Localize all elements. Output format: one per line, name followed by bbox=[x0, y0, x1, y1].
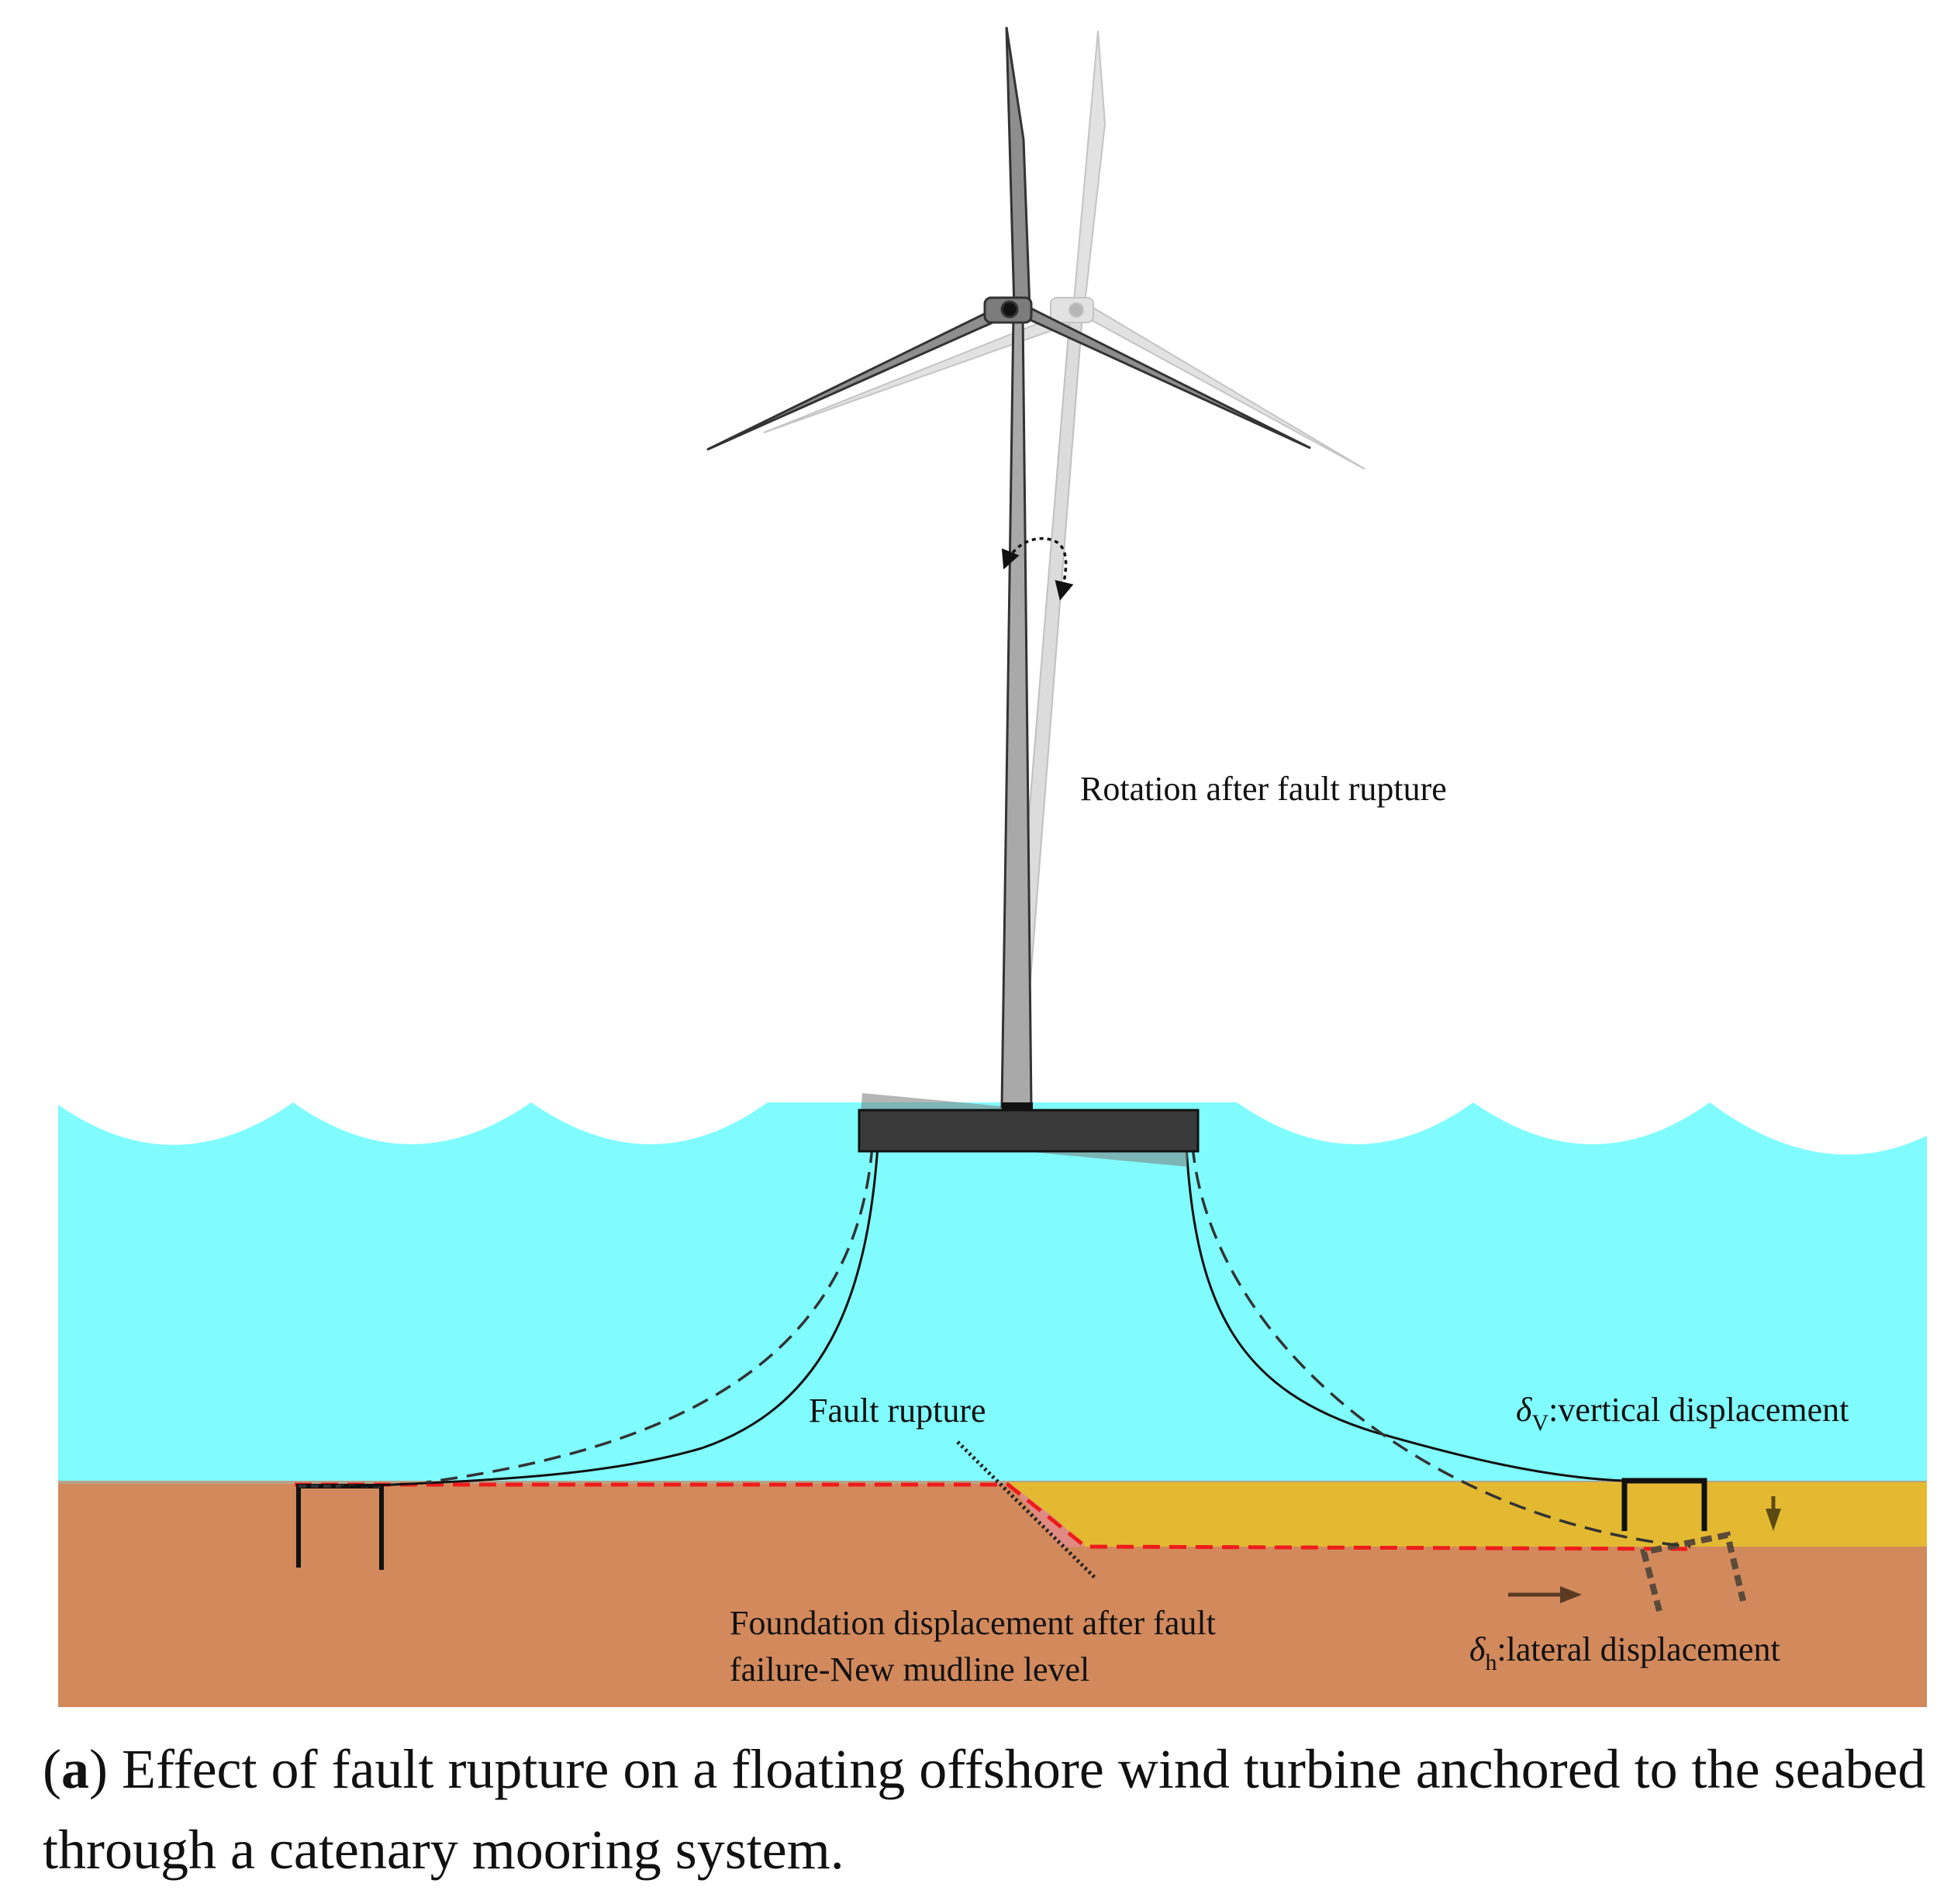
water bbox=[58, 1102, 1927, 1485]
vertical-displacement-label: δV:vertical displacement bbox=[1516, 1391, 1849, 1436]
tower bbox=[1000, 312, 1033, 1109]
fault-rupture-label: Fault rupture bbox=[809, 1392, 986, 1430]
right-anchor-displaced bbox=[1640, 1531, 1746, 1613]
mooring-line-left-displaced bbox=[426, 1145, 874, 1484]
figure-caption: (a) Effect of fault rupture on a floatin… bbox=[43, 1738, 1926, 1881]
mooring-line-right-displaced bbox=[1191, 1145, 1691, 1548]
lateral-displacement-label: δh:lateral displacement bbox=[1469, 1630, 1780, 1675]
foundation-label-line1: Foundation displacement after fault bbox=[730, 1604, 1216, 1642]
fault-scarp bbox=[1008, 1482, 1086, 1547]
mooring-line-right bbox=[1185, 1145, 1625, 1482]
right-anchor bbox=[1621, 1478, 1707, 1531]
original-mudline-level bbox=[295, 1482, 1691, 1551]
tower-base bbox=[1002, 1102, 1033, 1110]
caption-letter: a bbox=[60, 1738, 89, 1800]
displaced-soil-block bbox=[1008, 1482, 1927, 1547]
rotor-rotated bbox=[763, 30, 1365, 470]
mooring-line-left bbox=[340, 1145, 879, 1488]
hub bbox=[1000, 300, 1019, 319]
rotation-label: Rotation after fault rupture bbox=[1080, 770, 1447, 808]
rotor bbox=[706, 26, 1311, 451]
caption-text: Effect of fault rupture on a floating of… bbox=[43, 1738, 1926, 1881]
foundation-label-line2: failure-New mudline level bbox=[730, 1650, 1089, 1688]
rotation-arrow bbox=[1001, 536, 1074, 601]
lateral-arrow bbox=[1508, 1586, 1582, 1603]
vertical-arrow bbox=[1766, 1496, 1781, 1531]
floating-platform bbox=[858, 1109, 1200, 1153]
